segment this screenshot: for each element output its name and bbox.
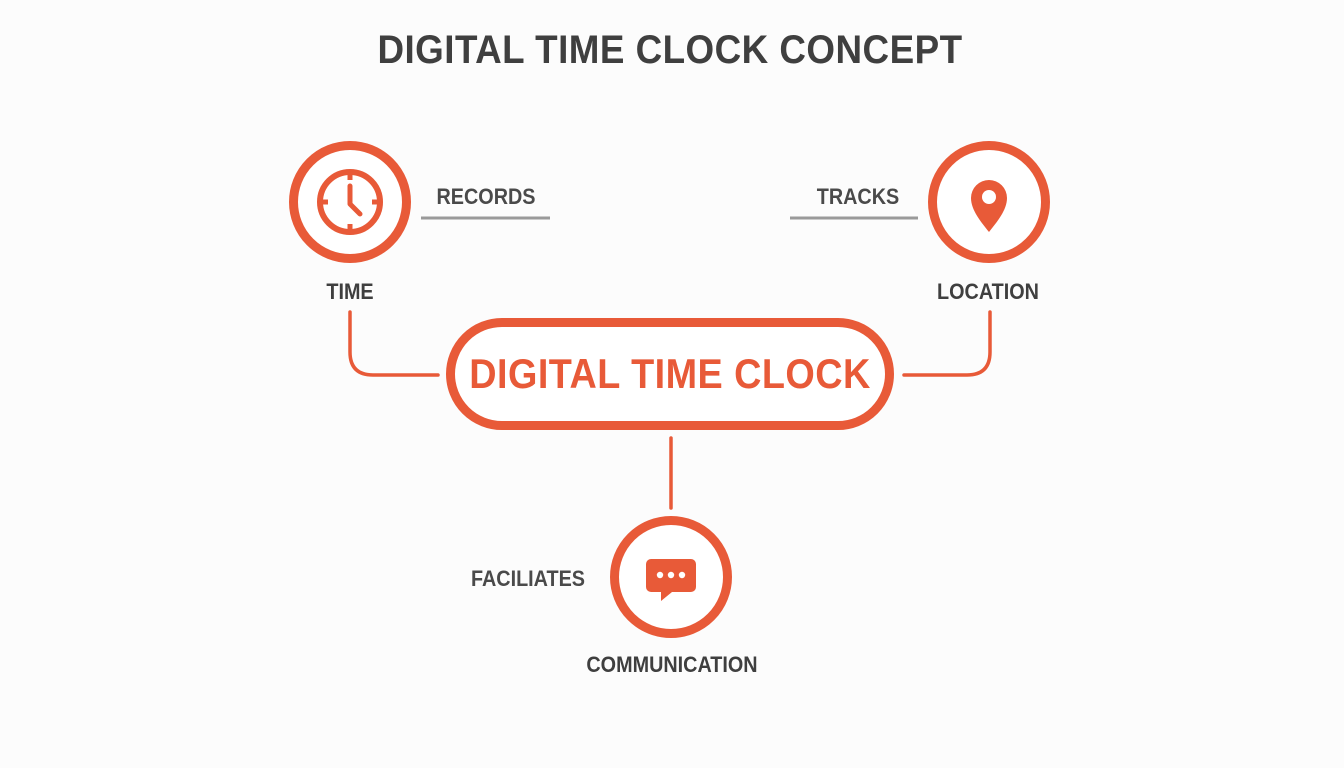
location-label: LOCATION [937,279,1039,304]
location-connector [902,310,992,377]
hub-node: DIGITAL TIME CLOCK [446,318,894,430]
map-pin-icon [971,180,1007,232]
page-title: DIGITAL TIME CLOCK CONCEPT [377,28,963,72]
communication-node [610,516,732,638]
chat-bubble-icon [646,559,696,601]
hub-label: DIGITAL TIME CLOCK [469,350,871,397]
faciliates-label: FACILIATES [470,566,586,591]
tracks-label: TRACKS [816,184,900,209]
time-label: TIME [326,279,374,304]
records-label: RECORDS [436,184,536,209]
time-node [289,141,411,263]
location-node [928,141,1050,263]
communication-label: COMMUNICATION [586,652,758,677]
clock-icon [317,169,383,235]
time-connector [348,310,440,377]
